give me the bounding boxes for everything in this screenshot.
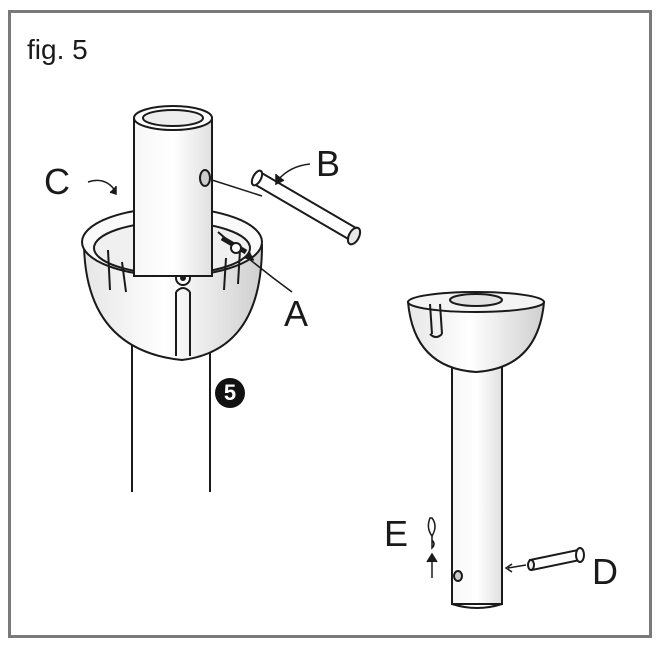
pin-a [217, 231, 248, 255]
step-number-badge: 5 [215, 378, 245, 408]
left-assembly [81, 105, 362, 492]
figure-label: fig. 5 [27, 34, 88, 65]
clip-e [426, 517, 438, 578]
callout-c: C [44, 161, 70, 202]
arrow-a [244, 251, 293, 293]
arrow-b [275, 163, 311, 186]
lower-downrod [131, 340, 211, 492]
right-canopy [406, 291, 546, 374]
upper-downrod [133, 105, 213, 277]
callout-a: A [284, 293, 309, 334]
callout-b: B [316, 143, 341, 184]
rod-b [211, 169, 362, 246]
arrow-c [87, 179, 117, 196]
callout-d: D [592, 551, 618, 592]
pin-d [504, 547, 585, 573]
right-assembly [406, 291, 585, 609]
callout-e: E [384, 513, 409, 554]
right-downrod [451, 351, 503, 609]
